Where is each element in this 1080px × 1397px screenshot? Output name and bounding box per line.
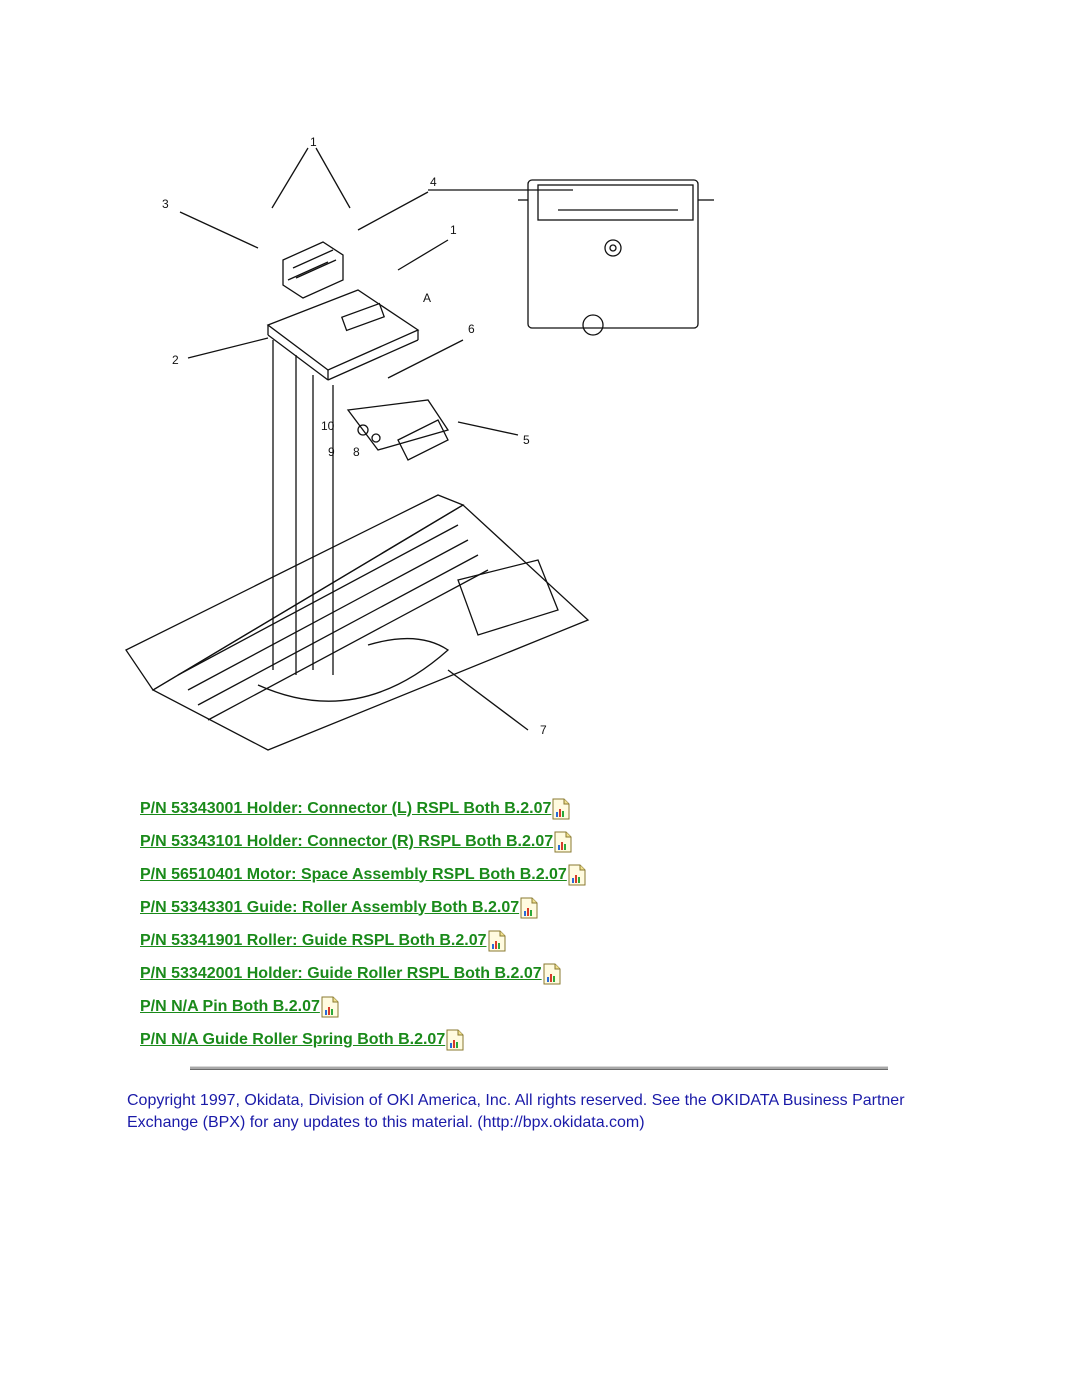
document-icon[interactable]	[552, 798, 570, 820]
callout-7: 7	[540, 723, 547, 737]
parts-list: P/N 53343001 Holder: Connector (L) RSPL …	[140, 792, 586, 1056]
part-link[interactable]: P/N 53342001 Holder: Guide Roller RSPL B…	[140, 964, 542, 982]
part-link[interactable]: P/N 53341901 Roller: Guide RSPL Both B.2…	[140, 931, 487, 949]
callout-a: A	[423, 291, 431, 305]
list-item: P/N 53342001 Holder: Guide Roller RSPL B…	[140, 957, 586, 990]
part-link[interactable]: P/N 53343101 Holder: Connector (R) RSPL …	[140, 832, 554, 850]
part-link[interactable]: P/N 53343001 Holder: Connector (L) RSPL …	[140, 799, 552, 817]
horizontal-rule	[190, 1066, 888, 1070]
callout-8: 8	[353, 445, 360, 459]
document-icon[interactable]	[520, 897, 538, 919]
part-link[interactable]: P/N N/A Pin Both B.2.07	[140, 997, 320, 1015]
list-item: P/N 53343101 Holder: Connector (R) RSPL …	[140, 825, 586, 858]
callout-6: 6	[468, 322, 475, 336]
callout-4: 4	[430, 175, 437, 189]
list-item: P/N 53343001 Holder: Connector (L) RSPL …	[140, 792, 586, 825]
list-item: P/N 53343301 Guide: Roller Assembly Both…	[140, 891, 586, 924]
callout-10: 10	[321, 419, 335, 433]
list-item: P/N 56510401 Motor: Space Assembly RSPL …	[140, 858, 586, 891]
exploded-parts-diagram: 1 4 3 1 A 6 2 10 9 8 5 7	[125, 135, 714, 751]
callout-1-top: 1	[310, 135, 317, 149]
document-icon[interactable]	[568, 864, 586, 886]
copyright-notice: Copyright 1997, Okidata, Division of OKI…	[127, 1092, 905, 1131]
part-link[interactable]: P/N 53343301 Guide: Roller Assembly Both…	[140, 898, 520, 916]
document-icon[interactable]	[554, 831, 572, 853]
list-item: P/N 53341901 Roller: Guide RSPL Both B.2…	[140, 924, 586, 957]
callout-1-right: 1	[450, 223, 457, 237]
document-icon[interactable]	[446, 1029, 464, 1051]
document-icon[interactable]	[488, 930, 506, 952]
list-item: P/N N/A Pin Both B.2.07	[140, 990, 586, 1023]
callout-2: 2	[172, 353, 179, 367]
callout-5: 5	[523, 433, 530, 447]
part-link[interactable]: P/N N/A Guide Roller Spring Both B.2.07	[140, 1030, 446, 1048]
part-link[interactable]: P/N 56510401 Motor: Space Assembly RSPL …	[140, 865, 567, 883]
list-item: P/N N/A Guide Roller Spring Both B.2.07	[140, 1023, 586, 1056]
document-icon[interactable]	[543, 963, 561, 985]
callout-9: 9	[328, 445, 335, 459]
document-icon[interactable]	[321, 996, 339, 1018]
callout-3: 3	[162, 197, 169, 211]
